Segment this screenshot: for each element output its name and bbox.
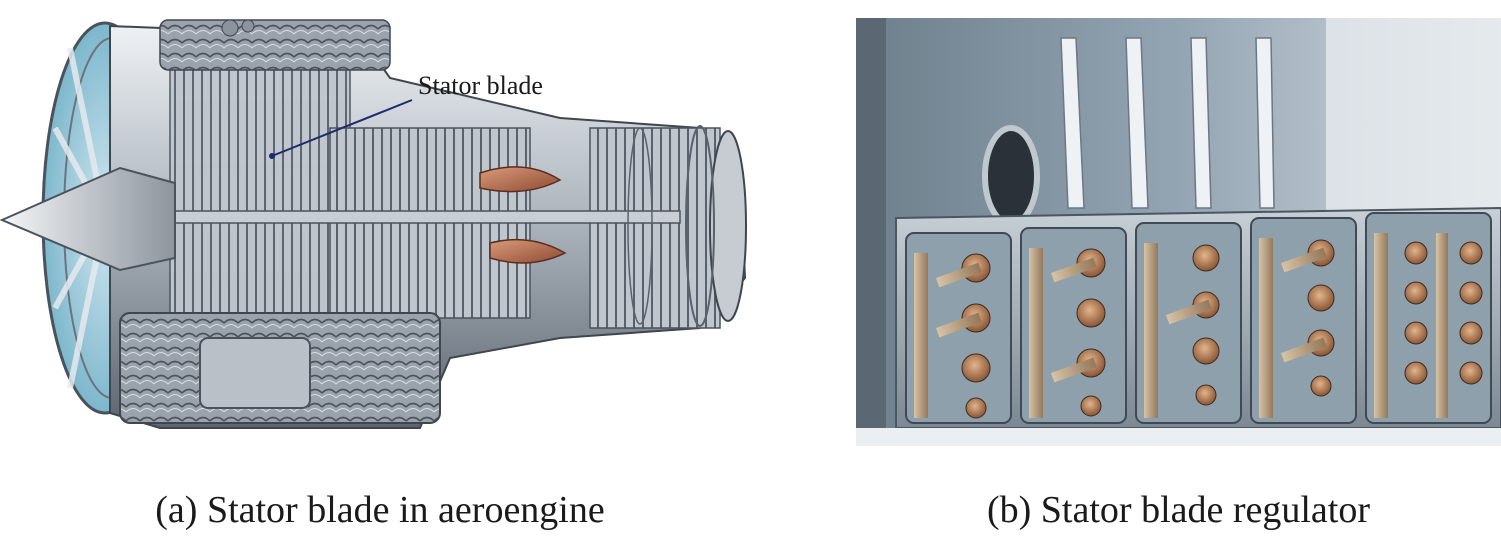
annotation-leader-line: [271, 99, 413, 157]
caption-panel-a: (a) Stator blade in aeroengine: [155, 489, 605, 531]
caption-panel-b: (b) Stator blade regulator: [986, 489, 1371, 531]
nose-cone: [0, 166, 176, 272]
stator-regulator-photo: [856, 18, 1501, 446]
annotation-label-stator-blade: Stator blade: [418, 71, 543, 100]
aeroengine-cutaway-image: Stator blade: [0, 8, 760, 448]
regulator-units: [905, 212, 1492, 424]
engine-casing: [109, 19, 747, 429]
